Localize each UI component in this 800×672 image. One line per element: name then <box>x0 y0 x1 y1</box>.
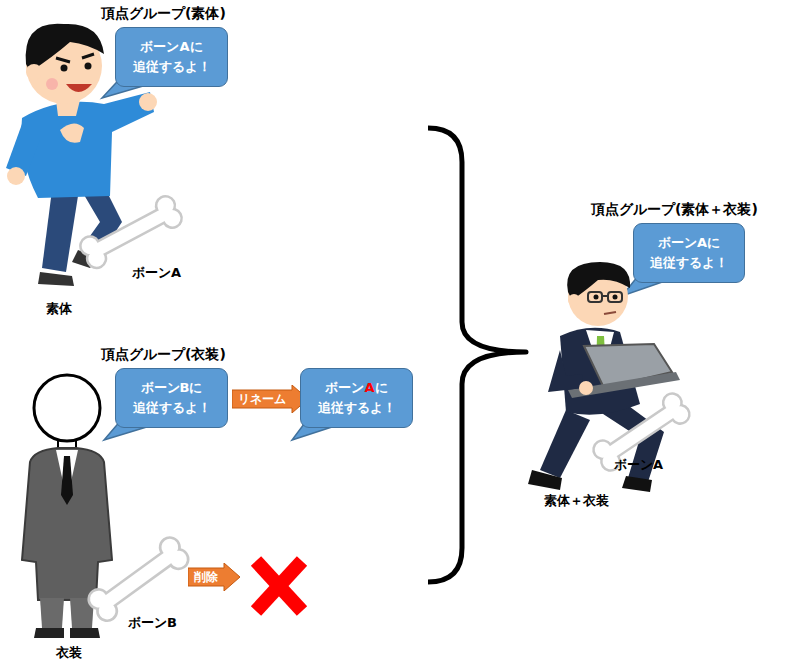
text-label: ボーンA <box>132 264 181 282</box>
bubble-text: ボーンAに 追従するよ！ <box>642 233 736 273</box>
group-heading: 頂点グループ(素体＋衣装) <box>591 199 758 221</box>
text-label: 素体 <box>46 300 72 318</box>
bone-icon <box>87 536 190 623</box>
arrow-text: リネーム <box>238 391 286 408</box>
group-heading: 頂点グループ(素体) <box>101 3 226 25</box>
speech-bubble: ボーンAに 追従するよ！ <box>300 368 413 428</box>
text-label: ボーンA <box>614 456 663 474</box>
bubble-text: ボーンBに 追従するよ！ <box>124 378 219 418</box>
text-label: ボーンB <box>128 614 177 632</box>
bone-icon <box>79 195 183 270</box>
text-label: 素体＋衣装 <box>544 492 609 510</box>
speech-bubble: 頂点グループ(素体)ボーンAに 追従するよ！ <box>115 27 228 87</box>
speech-bubble: 頂点グループ(衣装)ボーンBに 追従するよ！ <box>115 368 228 428</box>
delete-mark <box>256 561 302 611</box>
curly-brace <box>428 128 526 582</box>
block-arrow: 削除 <box>188 563 240 591</box>
text-label: 衣装 <box>56 644 82 662</box>
speech-bubble: 頂点グループ(素体＋衣装)ボーンAに 追従するよ！ <box>633 223 745 283</box>
group-heading: 頂点グループ(衣装) <box>101 344 226 366</box>
bubble-text: ボーンAに 追従するよ！ <box>309 378 404 418</box>
bubble-text: ボーンAに 追従するよ！ <box>124 37 219 77</box>
block-arrow: リネーム <box>232 385 308 413</box>
arrow-text: 削除 <box>194 569 218 586</box>
